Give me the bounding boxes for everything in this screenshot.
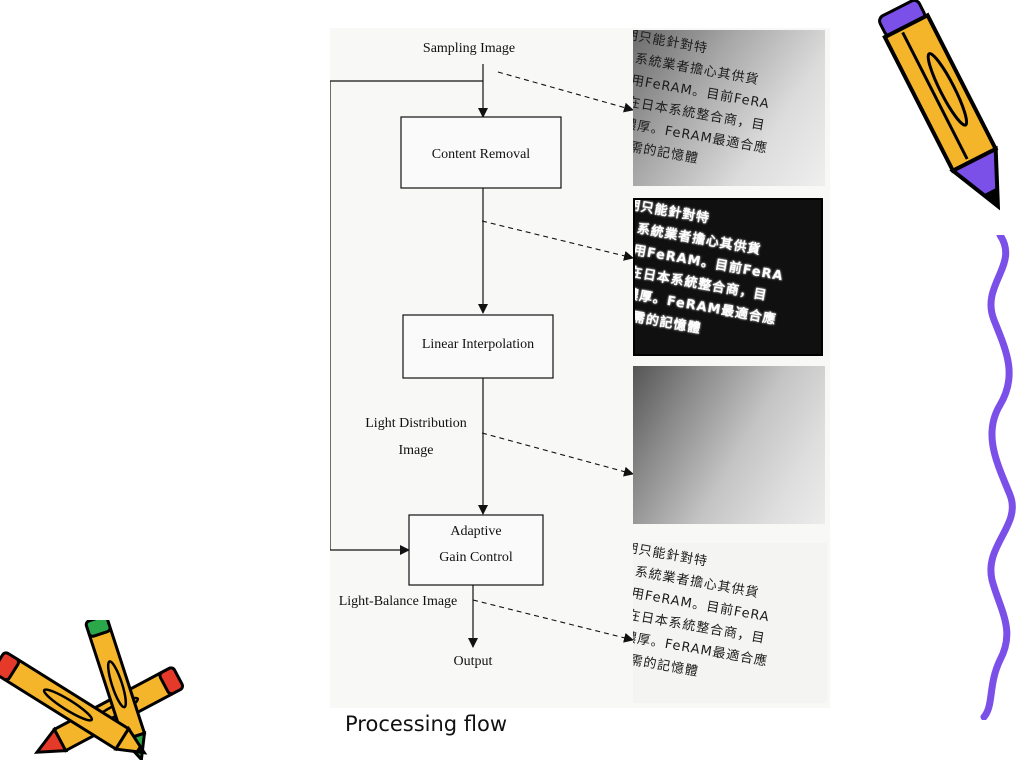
thumbnail-sampling-image: 的期只能針對特 貨。系統業者擔心其供貨 然採用FeRAM。目前FeRA 集中在日… <box>633 30 825 186</box>
label-output: Output <box>454 654 493 669</box>
wavy-line-decoration <box>980 235 1016 720</box>
thumbnail-light-distribution <box>633 366 825 524</box>
thumbnail-content-removed: 的期只能針對特 貨。系統業者擔心其供貨 然採用FeRAM。目前FeRA 集中在日… <box>633 198 823 356</box>
label-light-balance-image: Light-Balance Image <box>339 594 458 609</box>
label-gain-control: Gain Control <box>439 550 513 565</box>
dashed-arrow-3 <box>481 432 634 477</box>
label-content-removal: Content Removal <box>432 147 530 162</box>
dashed-arrow-4 <box>472 599 634 643</box>
thumbnail-light-balanced: 的期只能針對特 貨。系統業者擔心其供貨 然採用FeRAM。目前FeRA 集中在日… <box>633 543 827 703</box>
loop-line <box>330 80 483 555</box>
box-content-removal <box>400 116 562 189</box>
dashed-arrow-1 <box>497 71 634 113</box>
box-adaptive-gain-control <box>408 514 544 586</box>
box-linear-interpolation <box>402 314 554 379</box>
crossed-pencils-icon <box>0 620 185 760</box>
caption: Processing flow <box>345 712 508 736</box>
label-light-distribution-image: Image <box>399 443 434 458</box>
flow-diagram-svg: Sampling Image Content Removal Linear In… <box>330 41 634 669</box>
pencil-icon <box>878 0 1000 211</box>
label-light-distribution: Light Distribution <box>365 416 467 431</box>
label-sampling-image: Sampling Image <box>423 41 515 56</box>
dashed-arrow-2 <box>481 220 634 261</box>
label-adaptive: Adaptive <box>450 524 501 539</box>
label-linear-interpolation: Linear Interpolation <box>422 337 534 352</box>
